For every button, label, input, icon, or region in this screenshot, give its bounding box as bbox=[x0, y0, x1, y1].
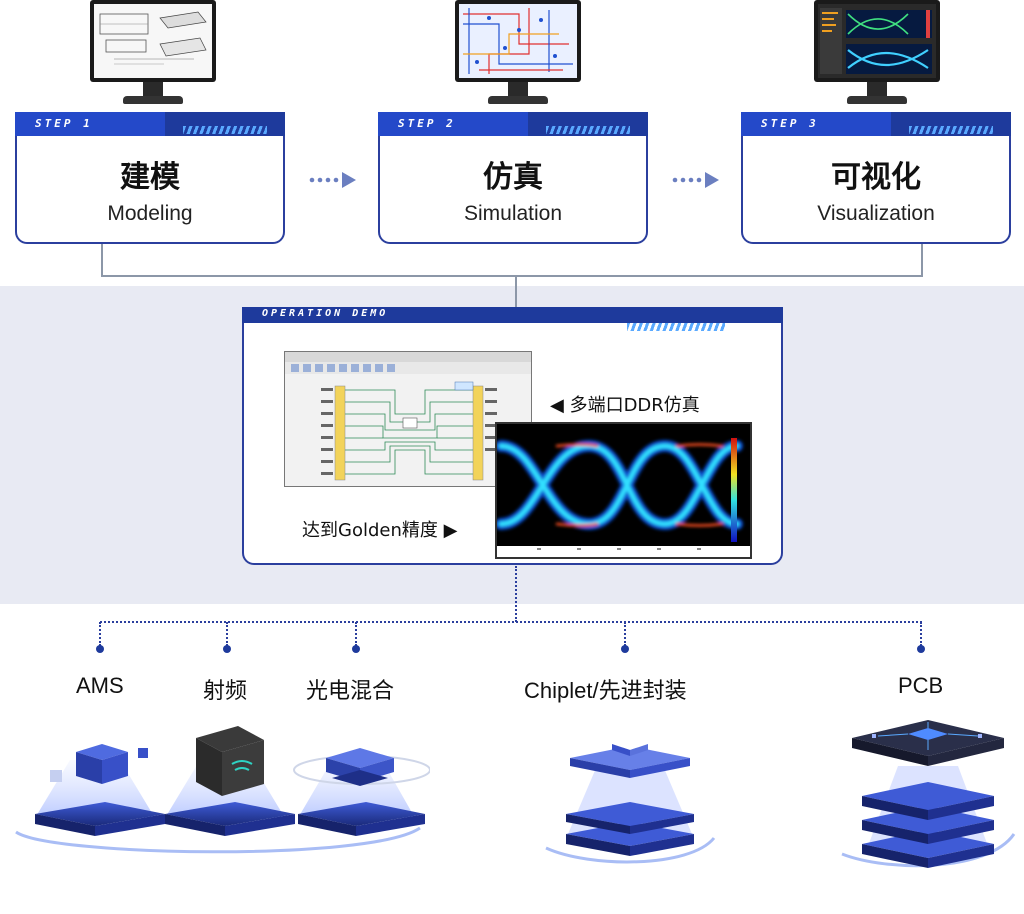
branch-dot bbox=[621, 645, 629, 653]
simulation-screen bbox=[455, 0, 581, 82]
branch-line bbox=[226, 622, 228, 646]
connector-line bbox=[515, 286, 517, 308]
ddr-schematic-screenshot bbox=[284, 351, 532, 487]
distribution-line bbox=[100, 621, 922, 623]
step-card-2: STEP 2 仿真 Simulation bbox=[378, 112, 648, 244]
step-title-zh: 可视化 bbox=[831, 160, 921, 195]
step-tag: STEP 3 bbox=[761, 117, 819, 130]
visualization-screen bbox=[814, 0, 940, 82]
monitor-simulation bbox=[455, 0, 581, 106]
demo-tag: OPERATION DEMO bbox=[262, 308, 389, 319]
monitor-modeling bbox=[90, 0, 216, 106]
branch-line bbox=[99, 622, 101, 646]
branch-line bbox=[355, 622, 357, 646]
app-label-ams: AMS bbox=[76, 673, 124, 698]
connector-dotted bbox=[515, 566, 517, 622]
branch-dot bbox=[917, 645, 925, 653]
step-tag: STEP 1 bbox=[35, 117, 93, 130]
step-title-en: Modeling bbox=[107, 202, 193, 225]
stripe-decoration bbox=[909, 126, 993, 134]
caption-golden-accuracy: 达到Golden精度 ▶ bbox=[302, 520, 458, 541]
stripe-decoration bbox=[546, 126, 630, 134]
step-title-en: Visualization bbox=[817, 202, 935, 225]
operation-demo-card: OPERATION DEMO bbox=[242, 307, 783, 565]
app-label-pcb: PCB bbox=[898, 673, 944, 698]
step-title-en: Simulation bbox=[463, 202, 563, 225]
connector-line bbox=[101, 244, 103, 276]
eye-diagram-screenshot bbox=[495, 422, 752, 559]
branch-dot bbox=[96, 645, 104, 653]
step-card-3: STEP 3 可视化 Visualization bbox=[741, 112, 1011, 244]
flow-arrow-icon bbox=[309, 172, 356, 188]
connector-line bbox=[101, 275, 923, 277]
branch-dot bbox=[352, 645, 360, 653]
step-title-zh: 建模 bbox=[120, 160, 180, 195]
stripe-decoration bbox=[183, 126, 267, 134]
app-label-rf: 射频 bbox=[203, 678, 248, 703]
stripe-decoration bbox=[627, 323, 725, 331]
app-label-chiplet: Chiplet/先进封装 bbox=[524, 678, 687, 703]
pcb-board-icon bbox=[841, 720, 1016, 868]
step-tag: STEP 2 bbox=[398, 117, 456, 130]
step-title-zh: 仿真 bbox=[483, 160, 543, 195]
app-label-photonic: 光电混合 bbox=[306, 678, 395, 703]
step-card-1: STEP 1 建模 Modeling bbox=[15, 112, 285, 244]
flow-arrow-icon bbox=[672, 172, 719, 188]
connector-line bbox=[921, 244, 923, 276]
ams-chip-icon bbox=[15, 726, 430, 854]
branch-line bbox=[920, 622, 922, 646]
caption-ddr-simulation: ◀ 多端口DDR仿真 bbox=[550, 395, 700, 416]
chiplet-package-icon bbox=[545, 738, 716, 864]
monitor-visualization bbox=[814, 0, 940, 106]
modeling-screen bbox=[90, 0, 216, 82]
branch-line bbox=[624, 622, 626, 646]
branch-dot bbox=[223, 645, 231, 653]
